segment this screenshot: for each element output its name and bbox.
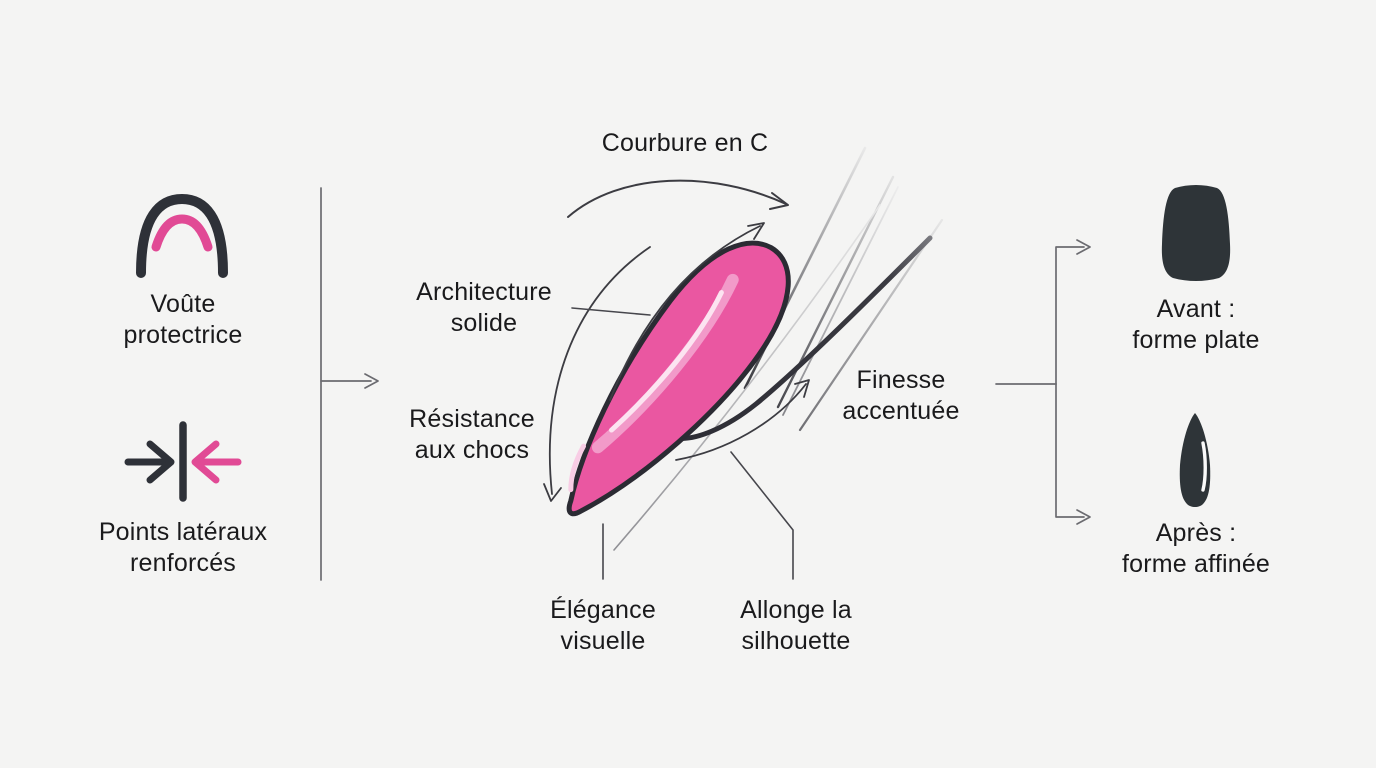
arrowhead (794, 379, 810, 398)
arc-line (548, 246, 651, 495)
arch-icon (136, 193, 228, 278)
finesse-arrow (675, 379, 810, 461)
arch-inner-pink-stroke (151, 214, 213, 252)
arrowhead (769, 192, 789, 210)
label-points: Points latéraux renforcés (98, 518, 268, 577)
label-architecture: Architecture solide (416, 278, 552, 337)
result-bracket (995, 239, 1091, 525)
nail-highlight-bright (609, 290, 724, 433)
arrowhead (747, 222, 765, 240)
leader-allonge (730, 451, 794, 580)
flat-nail-shape (1161, 185, 1231, 281)
c-curve-hook-outer (673, 235, 933, 441)
label-after: Après : forme affinée (1121, 519, 1271, 578)
arc-line (567, 179, 787, 218)
arch-outer-stroke (136, 193, 228, 278)
inner-curve-arrow (609, 222, 765, 401)
almond-nail-icon (1179, 413, 1211, 507)
flat-nail-icon (1161, 185, 1231, 281)
label-allonge: Allonge la silhouette (740, 596, 852, 655)
bracket-bottom (1055, 383, 1085, 518)
leader-lines (571, 307, 794, 580)
arrowhead (1076, 239, 1091, 255)
label-resistance: Résistance aux chocs (409, 405, 535, 464)
leader-architecture (571, 307, 651, 316)
bracket-top (1055, 246, 1085, 385)
nail-outline (566, 240, 791, 517)
strand-line (613, 204, 881, 551)
nail-highlight-tip (568, 443, 587, 493)
arrowhead (1076, 509, 1091, 525)
dark-arrowhead (146, 440, 175, 484)
nail-side-view (566, 240, 791, 517)
converging-arrows-icon (124, 421, 242, 502)
label-arch: Voûte protectrice (123, 290, 243, 349)
label-before: Avant : forme plate (1132, 295, 1260, 354)
nail-highlight (591, 273, 739, 454)
arrowhead (364, 373, 379, 389)
label-elegance: Élégance visuelle (550, 596, 656, 655)
left-arc-down-arrow (543, 246, 651, 502)
strand-line (798, 218, 944, 432)
arrowhead (543, 483, 562, 502)
almond-nail-highlight (1201, 441, 1207, 492)
pink-arrowhead (191, 440, 220, 484)
curvature-arc-arrow (567, 179, 789, 218)
curve-title: Courbure en C (601, 129, 769, 157)
arc-line (609, 225, 761, 401)
strand-line (782, 186, 899, 416)
label-finesse: Finesse accentuée (842, 366, 960, 425)
arc-line (675, 383, 807, 461)
left-divider (320, 187, 379, 581)
